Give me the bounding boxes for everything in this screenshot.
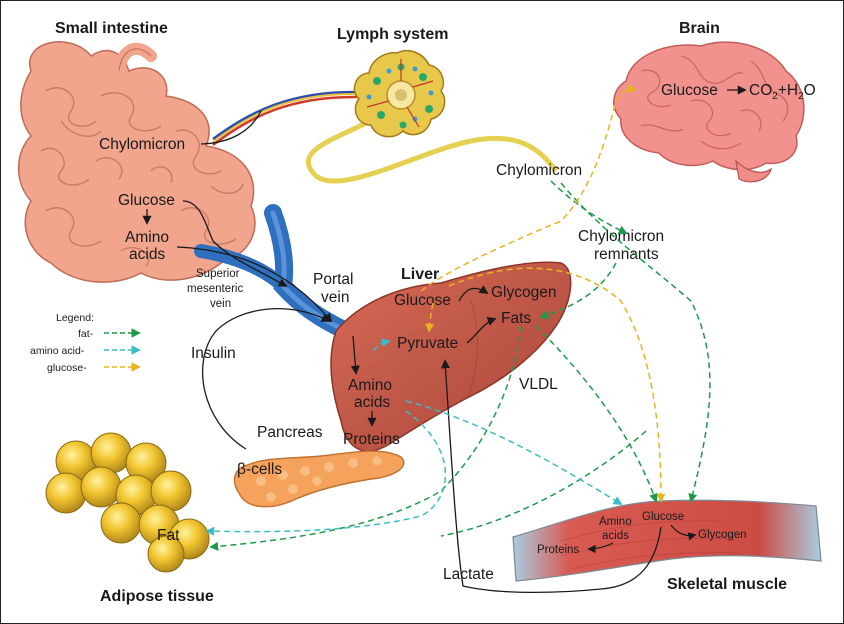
brain-products-label: CO2+H2O — [749, 82, 816, 102]
legend-title: Legend: — [56, 312, 94, 324]
muscle-glucose-to-glycogen-arrow — [670, 524, 697, 541]
pancreas-label: Pancreas — [257, 424, 323, 441]
small-intestine-illustration — [17, 41, 256, 283]
intestine-amino-label-line1: Amino — [125, 229, 169, 246]
muscle-amino-to-proteins-arrow — [587, 542, 614, 554]
legend-label-fat: fat- — [78, 328, 94, 340]
pyruvate-to-fats-arrow — [466, 316, 497, 344]
chylomicron-remnants-label-line1: Chylomicron — [578, 228, 664, 245]
amino-acid-paths — [205, 338, 623, 536]
legend-label-glucose: glucose- — [47, 362, 87, 374]
lymph-node-illustration — [353, 49, 446, 138]
chylomicron-to-lymph-arrow — [200, 110, 262, 145]
insulin-loop-arrow — [202, 308, 331, 450]
legend-label-amino: amino acid- — [30, 345, 85, 357]
smv-label-line2: mesenteric — [187, 283, 243, 295]
liver-amino-label-line2: acids — [354, 394, 390, 411]
chylomicron-remnants-label-line2: remnants — [594, 246, 659, 263]
intestine-glucose-label: Glucose — [118, 192, 175, 209]
beta-cells-label: β-cells — [237, 461, 282, 478]
liver-proteins-label: Proteins — [343, 431, 400, 448]
liver-pyruvate-label: Pyruvate — [397, 335, 458, 352]
brain-illustration — [613, 41, 805, 183]
portal-vein-label-line2: vein — [321, 289, 349, 306]
pancreas-illustration — [233, 450, 405, 508]
liver-illustration — [330, 261, 572, 452]
vldl-label: VLDL — [519, 376, 558, 393]
small-intestine-title: Small intestine — [55, 20, 168, 37]
adipose-fat-label: Fat — [157, 527, 180, 544]
lactate-to-pyruvate-arrow — [440, 359, 662, 594]
brain-glucose-label: Glucose — [661, 82, 718, 99]
portal-to-liver-amino-arrow — [350, 335, 360, 375]
lactate-label: Lactate — [443, 566, 494, 583]
muscle-glucose-label: Glucose — [642, 511, 684, 523]
lymph-vessels — [212, 90, 558, 184]
skeletal-muscle-illustration — [512, 499, 822, 582]
glucose-to-portal-arrow — [182, 200, 288, 287]
liver-amino-label-line1: Amino — [348, 377, 392, 394]
portal-vein-label-line1: Portal — [313, 271, 354, 288]
intestine-chylomicron-label: Chylomicron — [99, 136, 185, 153]
liver-glucose-to-glycogen-arrow — [458, 285, 489, 302]
liver-glucose-label: Glucose — [394, 292, 451, 309]
lymph-system-title: Lymph system — [337, 26, 448, 43]
muscle-glycogen-label: Glycogen — [698, 529, 747, 541]
brain-title: Brain — [679, 20, 720, 37]
glucose-paths — [420, 84, 666, 503]
amino-to-portal-arrow — [176, 246, 333, 323]
intestine-amino-label-line2: acids — [129, 246, 165, 263]
adipose-tissue-title: Adipose tissue — [100, 588, 214, 605]
fat-paths — [209, 180, 711, 551]
muscle-amino-label-line1: Amino — [599, 516, 632, 528]
liver-glycogen-label: Glycogen — [491, 284, 556, 301]
muscle-proteins-label: Proteins — [537, 544, 579, 556]
liver-fats-label: Fats — [501, 310, 531, 327]
smv-label-line1: Superior — [196, 268, 240, 280]
insulin-label: Insulin — [191, 345, 236, 362]
liver-title: Liver — [401, 266, 439, 283]
skeletal-muscle-title: Skeletal muscle — [667, 576, 787, 593]
smv-label-line3: vein — [210, 298, 231, 310]
lymph-chylomicron-label: Chylomicron — [496, 162, 582, 179]
muscle-amino-label-line2: acids — [602, 530, 629, 542]
adipose-tissue-illustration — [45, 432, 210, 573]
legend: Legend: fat- amino acid- glucose- — [30, 312, 141, 374]
